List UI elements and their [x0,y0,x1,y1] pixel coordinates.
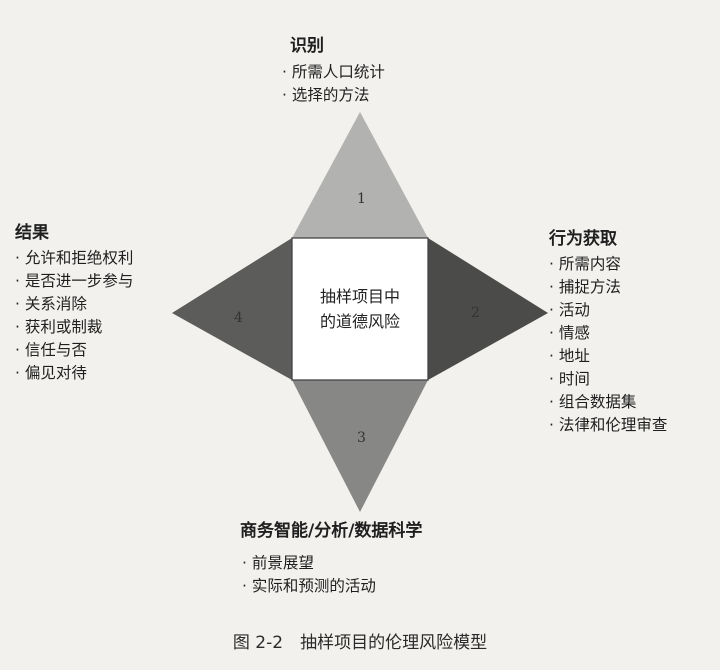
figure-caption: 图 2-2 抽样项目的伦理风险模型 [232,633,488,653]
triangle-number-1: 1 [357,191,366,207]
list-item: 捕捉方法 [549,276,667,299]
triangle-behavior-capture [428,238,548,380]
list-item: 所需内容 [549,253,667,276]
center-box [291,237,429,381]
list-item: 时间 [549,368,667,391]
outcomes-block: 结果 允许和拒绝权利 是否进一步参与 关系消除 获利或制裁 信任与否 偏见对待 [15,222,133,385]
list-item: 选择的方法 [282,84,385,107]
triangle-number-2: 2 [471,305,480,321]
analytics-block: 商务智能/分析/数据科学 前景展望 实际和预测的活动 [240,520,422,598]
identification-title: 识别 [290,36,324,56]
list-item: 允许和拒绝权利 [15,247,134,270]
list-item: 活动 [549,299,667,322]
identification-block: 识别 所需人口统计 选择的方法 [282,35,385,107]
behavior-capture-list: 所需内容 捕捉方法 活动 情感 地址 时间 组合数据集 法律和伦理审查 [549,253,668,437]
list-item: 实际和预测的活动 [242,575,422,598]
list-item: 信任与否 [15,339,133,362]
triangle-analytics [292,380,428,512]
list-item: 法律和伦理审查 [549,414,668,437]
behavior-capture-block: 行为获取 所需内容 捕捉方法 活动 情感 地址 时间 组合数据集 法律和伦理审查 [549,228,667,437]
triangle-outcomes [172,238,292,380]
analytics-list: 前景展望 实际和预测的活动 [240,552,422,598]
list-item: 所需人口统计 [282,61,385,84]
center-label: 抽样项目中的道德风险 [320,287,401,331]
behavior-capture-title: 行为获取 [549,229,617,249]
triangle-number-4: 4 [234,310,243,326]
list-item: 组合数据集 [549,391,667,414]
center-label-box: 抽样项目中的道德风险 [294,238,426,380]
analytics-title: 商务智能/分析/数据科学 [240,521,423,541]
list-item: 情感 [549,322,667,345]
list-item: 是否进一步参与 [15,270,134,293]
list-item: 前景展望 [242,552,422,575]
list-item: 关系消除 [15,293,133,316]
triangle-number-3: 3 [357,430,366,446]
triangle-identification [292,112,428,238]
outcomes-title: 结果 [15,223,49,243]
identification-list: 所需人口统计 选择的方法 [282,61,385,107]
list-item: 获利或制裁 [15,316,133,339]
list-item: 地址 [549,345,667,368]
outcomes-list: 允许和拒绝权利 是否进一步参与 关系消除 获利或制裁 信任与否 偏见对待 [15,247,134,385]
list-item: 偏见对待 [15,362,133,385]
